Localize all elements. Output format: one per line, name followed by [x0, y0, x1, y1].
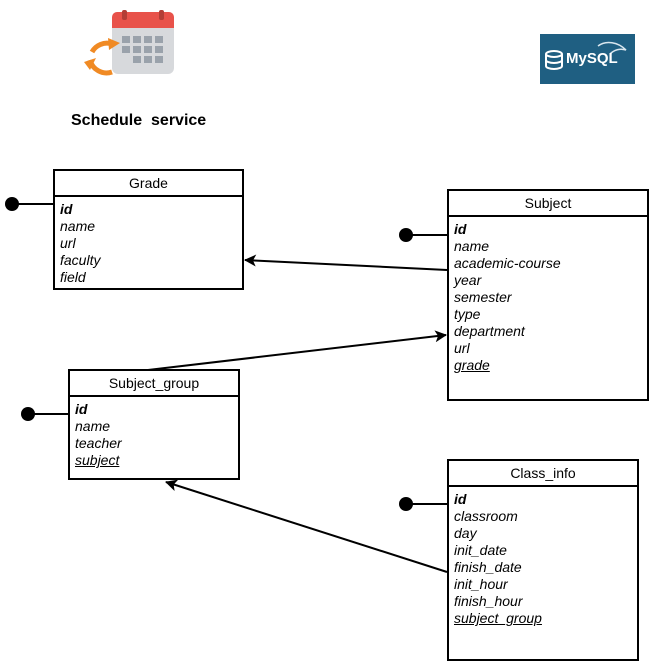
- field-teacher: teacher: [75, 435, 122, 451]
- field-finish-date: finish_date: [454, 559, 522, 575]
- field-finish-hour: finish_hour: [454, 593, 523, 609]
- mysql-logo: MySQL: [540, 34, 635, 84]
- field-name: name: [60, 218, 96, 234]
- field-year: year: [454, 272, 482, 288]
- grade-anchor: [5, 197, 53, 211]
- calendar-sync-icon: [82, 10, 178, 82]
- entity-header: Grade: [55, 171, 242, 197]
- field-id: id: [60, 201, 73, 217]
- field-name: name: [454, 238, 490, 254]
- field-classroom: classroom: [454, 508, 518, 524]
- field-url: url: [60, 235, 76, 251]
- field-subject: subject: [75, 452, 120, 468]
- entity-class-info[interactable]: Class_info id classroom day init_date fi…: [447, 459, 639, 661]
- field-name: name: [75, 418, 111, 434]
- subject-to-grade-arrow: [244, 254, 448, 271]
- field-init-hour: init_hour: [454, 576, 508, 592]
- field-type: type: [454, 306, 481, 322]
- field-semester: semester: [454, 289, 512, 305]
- entity-subject-group[interactable]: Subject_group id name teacher subject: [68, 369, 240, 480]
- entity-grade[interactable]: Grade id name url faculty field: [53, 169, 244, 290]
- entity-header: Subject_group: [70, 371, 238, 397]
- field-day: day: [454, 525, 477, 541]
- field-field: field: [60, 269, 86, 285]
- subject-group-anchor: [21, 407, 68, 421]
- field-grade: grade: [454, 357, 490, 373]
- field-url: url: [454, 340, 470, 356]
- page-title: Schedule service: [71, 112, 207, 129]
- class-info-to-subject-group-arrow: [165, 479, 448, 573]
- field-id: id: [75, 401, 88, 417]
- field-subject-group: subject_group: [454, 610, 542, 626]
- class-info-anchor: [399, 497, 447, 511]
- field-init-date: init_date: [454, 542, 507, 558]
- field-id: id: [454, 221, 467, 237]
- entity-subject[interactable]: Subject id name academic-course year sem…: [447, 189, 649, 401]
- subject-group-to-subject-arrow: [147, 330, 447, 371]
- subject-anchor: [399, 228, 447, 242]
- field-id: id: [454, 491, 467, 507]
- entity-header: Class_info: [449, 461, 637, 487]
- field-faculty: faculty: [60, 252, 101, 268]
- mysql-text: MySQL: [566, 50, 618, 67]
- field-department: department: [454, 323, 525, 339]
- entity-header: Subject: [449, 191, 647, 217]
- field-academic-course: academic-course: [454, 255, 561, 271]
